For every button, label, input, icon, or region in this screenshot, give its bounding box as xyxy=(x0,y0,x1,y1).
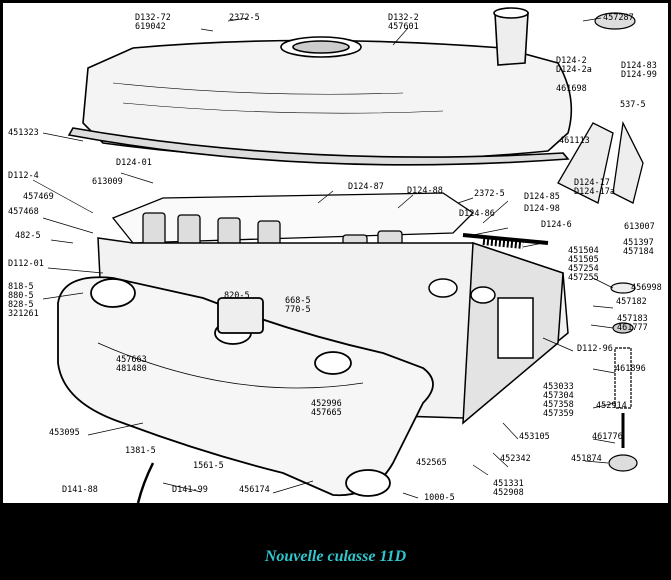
part-label: 457663 xyxy=(116,355,147,365)
part-label: 457184 xyxy=(623,247,654,257)
part-label: 820-5 xyxy=(224,291,250,301)
rocker-cover-drawing xyxy=(67,7,573,166)
part-label: D124-86 xyxy=(459,209,495,219)
part-label: 321261 xyxy=(8,309,39,319)
part-label: 457665 xyxy=(311,408,342,418)
part-label: 453095 xyxy=(49,428,80,438)
part-label: 619042 xyxy=(135,22,166,32)
part-label: 451331 xyxy=(493,479,524,489)
part-label: D124-2a xyxy=(556,65,592,75)
part-label: 481480 xyxy=(116,364,147,374)
part-label: 457469 xyxy=(23,192,54,202)
part-label: 828-5 xyxy=(8,300,34,310)
part-label: 461698 xyxy=(556,84,587,94)
part-label: 461776 xyxy=(592,432,623,442)
part-label: 451505 xyxy=(568,255,599,265)
part-label: D124-87 xyxy=(348,182,384,192)
part-label: 457358 xyxy=(543,400,574,410)
image-caption: Nouvelle culasse 11D xyxy=(264,548,407,565)
part-label: 668-5 xyxy=(285,296,311,306)
part-label: 770-5 xyxy=(285,305,311,315)
part-label: 457304 xyxy=(543,391,574,401)
part-label: 451397 xyxy=(623,238,654,248)
part-label: 613007 xyxy=(624,222,655,232)
part-label: 451504 xyxy=(568,246,599,256)
part-label: D124-98 xyxy=(524,204,560,214)
part-label: D112-01 xyxy=(8,259,44,269)
part-label: D124-17a xyxy=(574,187,615,197)
part-label: 457601 xyxy=(388,22,419,32)
part-label: 457359 xyxy=(543,409,574,419)
part-label: 452914 xyxy=(596,401,627,411)
part-label: 613009 xyxy=(92,177,123,187)
part-label: 456174 xyxy=(239,485,270,495)
part-label: D132-2 xyxy=(388,13,419,23)
part-label: 452342 xyxy=(500,454,531,464)
part-label: 2372-5 xyxy=(474,189,505,199)
part-label: 452565 xyxy=(416,458,447,468)
part-label: 1561-5 xyxy=(193,461,224,471)
part-label: D124-6 xyxy=(541,220,572,230)
part-label: 818-5 xyxy=(8,282,34,292)
cylinder-head-exploded-diagram: D132-72 619042 2372-5 D132-2 457601 4572… xyxy=(3,3,668,503)
part-label: 461777 xyxy=(617,323,648,333)
part-label: D112-96 xyxy=(577,344,613,354)
part-label: D124-17 xyxy=(574,178,610,188)
part-label: D141-99 xyxy=(172,485,208,495)
part-label: 457468 xyxy=(8,207,39,217)
valve-gear-drawing xyxy=(111,120,644,281)
part-label: 451323 xyxy=(8,128,39,138)
part-label: 452908 xyxy=(493,488,524,498)
part-label: D124-2 xyxy=(556,56,587,66)
part-label: D124-88 xyxy=(407,186,443,196)
part-label: 2372-5 xyxy=(229,13,260,23)
part-label: 1000-5 xyxy=(424,493,455,503)
part-label: 457182 xyxy=(616,297,647,307)
part-label: D112-4 xyxy=(8,171,39,181)
part-label: 457287 xyxy=(603,13,634,23)
part-label: D124-99 xyxy=(621,70,657,80)
diagram-svg: D132-72 619042 2372-5 D132-2 457601 4572… xyxy=(8,7,662,503)
part-label: 451874 xyxy=(571,454,602,464)
part-label: D124-85 xyxy=(524,192,560,202)
part-label: 456998 xyxy=(631,283,662,293)
part-label: 457255 xyxy=(568,273,599,283)
part-label: 452996 xyxy=(311,399,342,409)
part-label: D124-01 xyxy=(116,158,152,168)
part-number-labels: D132-72 619042 2372-5 D132-2 457601 4572… xyxy=(8,13,662,503)
part-label: 453033 xyxy=(543,382,574,392)
part-label: 1381-5 xyxy=(125,446,156,456)
part-label: 457254 xyxy=(568,264,599,274)
leader-lines xyxy=(32,17,616,499)
part-label: 537-5 xyxy=(620,100,646,110)
part-label: D132-72 xyxy=(135,13,171,23)
part-label: 457183 xyxy=(617,314,648,324)
part-label: 453105 xyxy=(519,432,550,442)
part-label: 880-5 xyxy=(8,291,34,301)
part-label: D124-83 xyxy=(621,61,657,71)
exhaust-manifold-drawing xyxy=(57,276,434,497)
part-label: 482-5 xyxy=(15,231,41,241)
part-label: 461113 xyxy=(559,136,590,146)
part-label: 461896 xyxy=(615,364,646,374)
part-label: D141-88 xyxy=(62,485,98,495)
